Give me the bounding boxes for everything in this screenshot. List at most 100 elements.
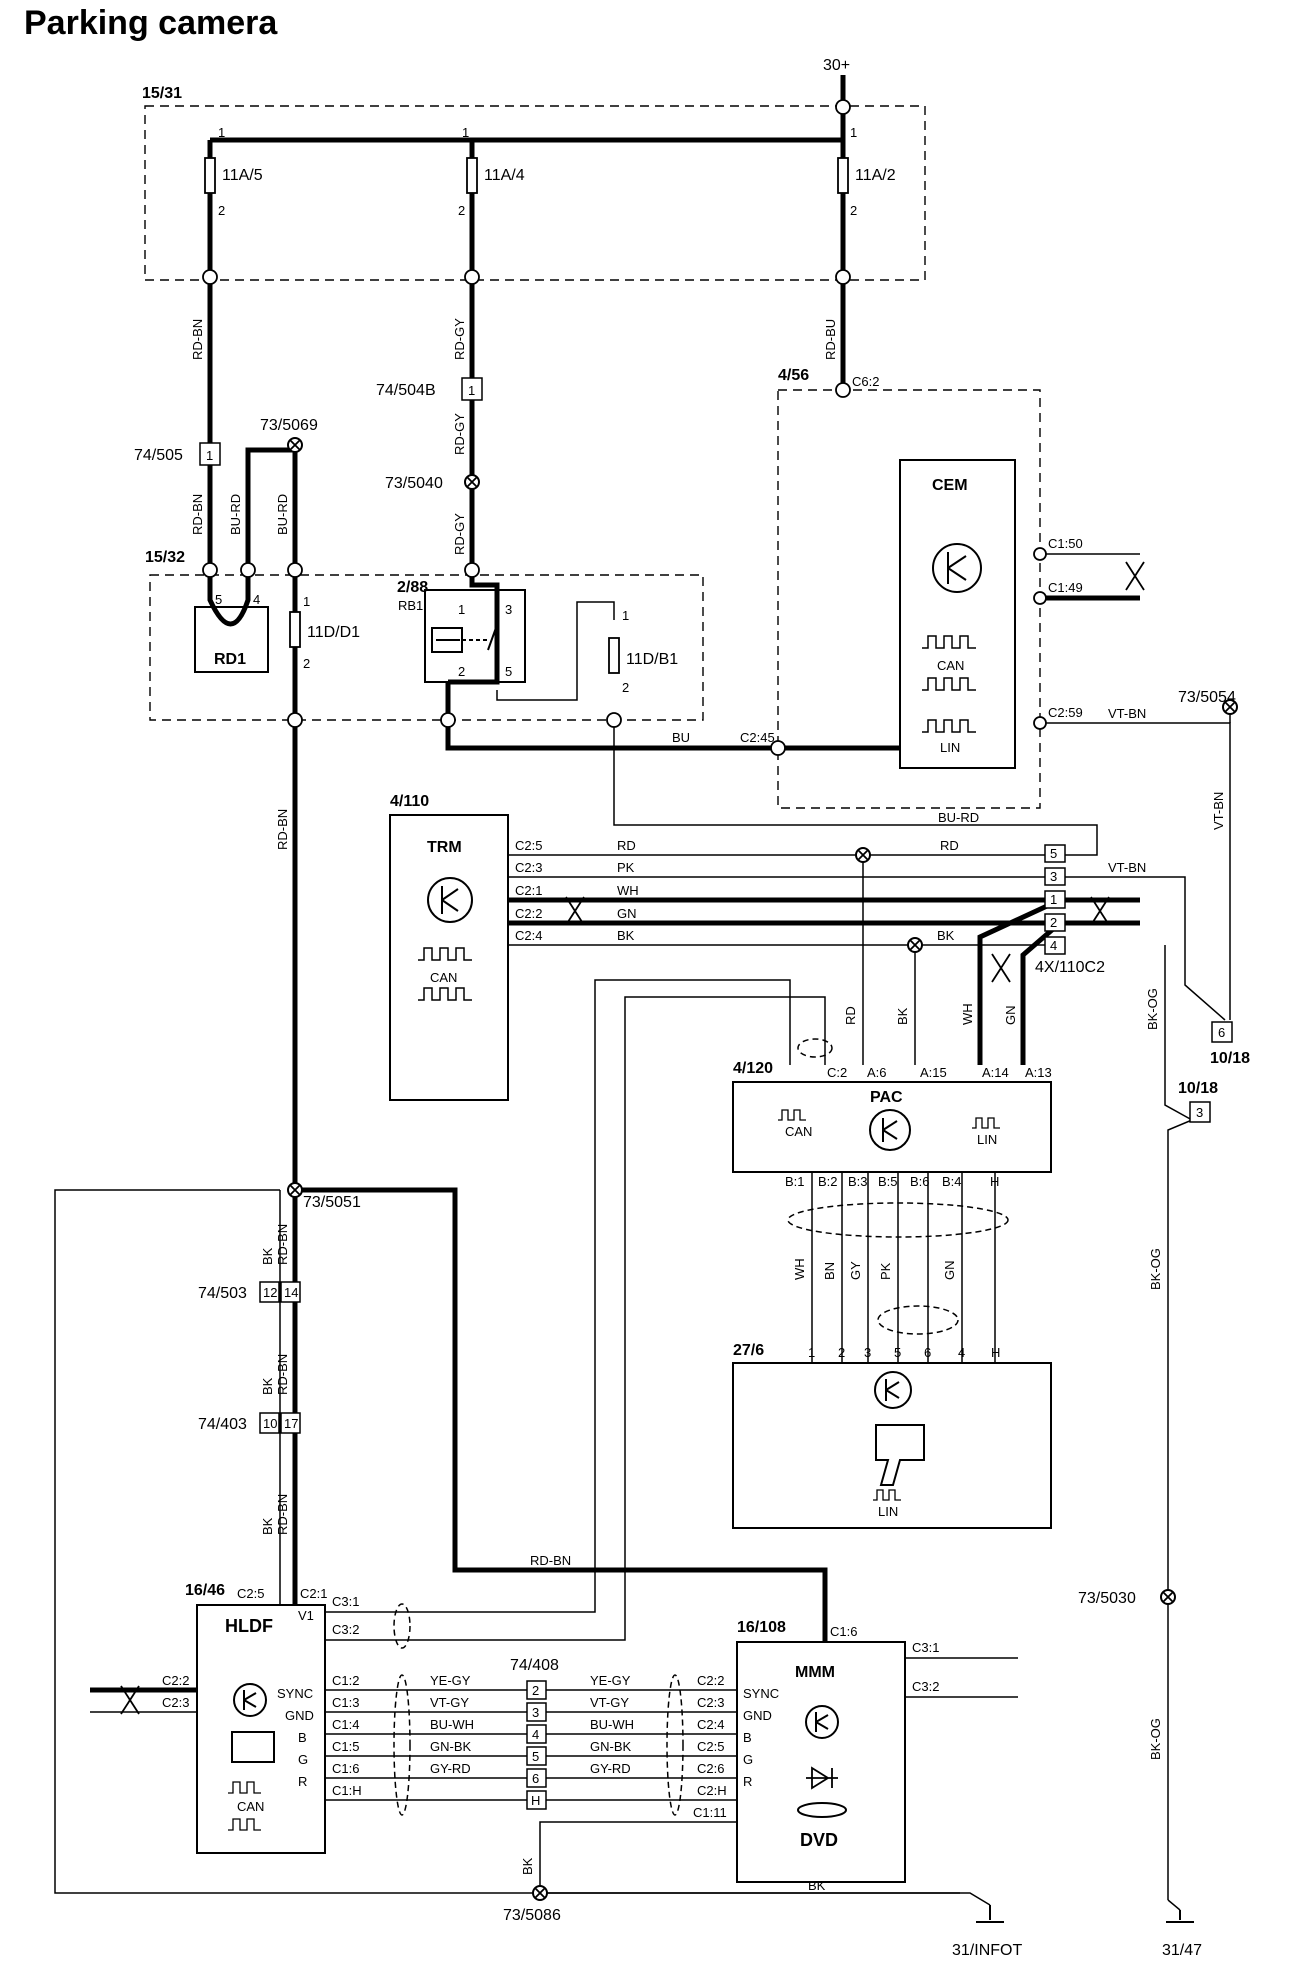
pin-label: 1 <box>303 594 310 609</box>
pin-box-408-h <box>526 1790 547 1810</box>
pin-label: 5 <box>215 592 222 607</box>
wire-mmm-c1-11 <box>539 1821 737 1893</box>
terminal-label: C2:2 <box>515 906 542 921</box>
wire-label: BK <box>895 1007 910 1025</box>
wire-label: PK <box>878 1262 893 1280</box>
shield-mmm-c2 <box>666 1674 684 1816</box>
cem-label: CEM <box>932 477 968 494</box>
pin-label: 2 <box>458 203 465 218</box>
terminal-label: C1:50 <box>1048 536 1083 551</box>
splice-5030 <box>1160 1589 1176 1605</box>
terminal-label: B <box>298 1730 307 1745</box>
wire-hldf-c3-2 <box>325 996 826 1641</box>
pac-lin-waveform <box>972 1117 1000 1129</box>
splice-bk <box>907 937 923 953</box>
connector-408-label: 74/408 <box>510 1657 559 1674</box>
wire-rd1-u <box>207 570 251 627</box>
terminal-label: C2:3 <box>162 1695 189 1710</box>
wire-label: GN-BK <box>590 1739 632 1754</box>
wire-rd-bn-main <box>295 1187 828 1642</box>
pin-box-5 <box>1044 844 1066 863</box>
terminal <box>440 712 456 728</box>
fuse-11d-b1-label: 11D/B1 <box>626 651 678 668</box>
wire-label: RD-BU <box>823 319 838 360</box>
splice-5069-label: 73/5069 <box>260 417 318 434</box>
cem-can-label: CAN <box>937 658 964 673</box>
pin-label: 2 <box>1050 915 1057 930</box>
wire-label: BK <box>937 928 955 943</box>
connector-1018-label: 10/18 <box>1178 1080 1218 1097</box>
terminal-label: C2:45 <box>740 730 775 745</box>
shield-pac-cam-top <box>787 1202 1009 1238</box>
wire-bu-rd-loop <box>245 447 295 570</box>
terminal-label: C2:2 <box>162 1673 189 1688</box>
terminal-label: C2:59 <box>1048 705 1083 720</box>
terminal-label: A:14 <box>982 1065 1009 1080</box>
wire-label: BU-WH <box>430 1717 474 1732</box>
wire-label: RD-BN <box>275 1224 290 1265</box>
pin-label: 2 <box>850 203 857 218</box>
pin-box-408-3 <box>526 1702 547 1722</box>
terminal <box>202 269 218 285</box>
pin-box-505 <box>199 442 221 466</box>
splice-5054-label: 73/5054 <box>1178 689 1236 706</box>
terminal <box>835 99 851 115</box>
pin-label: 1 <box>1050 892 1057 907</box>
pin-box-503-14 <box>280 1281 301 1303</box>
fuse-11a4 <box>466 157 478 194</box>
wire-label: BU <box>672 730 690 745</box>
wire-ground-3147 <box>1167 1899 1181 1911</box>
cem-can-waveform <box>922 635 976 649</box>
pac-processor-icon <box>869 1109 911 1151</box>
wire-label: RD-GY <box>452 513 467 555</box>
splice-5040-label: 73/5040 <box>385 475 443 492</box>
cem-processor-icon <box>932 543 982 593</box>
fuse-11a2 <box>837 157 849 194</box>
terminal-label: SYNC <box>743 1686 779 1701</box>
wire-label: BK-OG <box>1148 1248 1163 1290</box>
shield-hldf-c1 <box>393 1674 411 1816</box>
wire-gn-pac <box>1020 921 1062 1065</box>
pin-label: 2 <box>532 1683 539 1698</box>
trm-can-waveform <box>418 947 472 961</box>
wire-bu-cem <box>445 682 900 751</box>
shield-hldf-c3 <box>393 1603 411 1649</box>
trm-module <box>389 814 509 1101</box>
trm-can-label: CAN <box>430 970 457 985</box>
relay-rb1-label: RB1 <box>398 598 423 613</box>
cem-processor-mark <box>947 552 967 584</box>
splice-5051-label: 73/5051 <box>303 1194 361 1211</box>
terminal-label: B:5 <box>878 1174 898 1189</box>
pin-label: 3 <box>864 1345 871 1360</box>
splice-5030-label: 73/5030 <box>1078 1590 1136 1607</box>
cam-block-label: 27/6 <box>733 1342 764 1359</box>
terminal-label: C2:3 <box>515 860 542 875</box>
connector-1018-top-label: 10/18 <box>1210 1050 1250 1067</box>
pin-label: 3 <box>532 1705 539 1720</box>
terminal-label: C2:4 <box>697 1717 724 1732</box>
hldf-can-waveform <box>228 1781 261 1794</box>
splice-5051 <box>287 1182 303 1198</box>
wire-label: VT-GY <box>430 1695 469 1710</box>
pin-box-408-6 <box>526 1768 547 1788</box>
pin-label: 12 <box>263 1285 277 1300</box>
cem-lin-waveform <box>922 719 976 733</box>
wire-label: RD-BN <box>190 319 205 360</box>
trm-processor-mark <box>441 886 459 914</box>
ground-infot <box>976 1905 1004 1923</box>
terminal-label: C2:H <box>697 1783 727 1798</box>
mmm-block-label: 16/108 <box>737 1619 786 1636</box>
wire-label: VT-BN <box>1108 860 1146 875</box>
relay-box-label: 15/32 <box>145 549 185 566</box>
supply-label: 30+ <box>823 57 850 74</box>
wire-label: VT-BN <box>1211 792 1226 830</box>
trm-processor-icon <box>427 877 473 923</box>
pin-label: 2 <box>303 656 310 671</box>
hldf-label: HLDF <box>225 1616 273 1636</box>
pin-label: 5 <box>1050 846 1057 861</box>
pin-label: 4 <box>958 1345 965 1360</box>
pin-label: 4 <box>532 1727 539 1742</box>
page-title: Parking camera <box>24 4 278 42</box>
terminal <box>606 712 622 728</box>
pin-label: 5 <box>894 1345 901 1360</box>
